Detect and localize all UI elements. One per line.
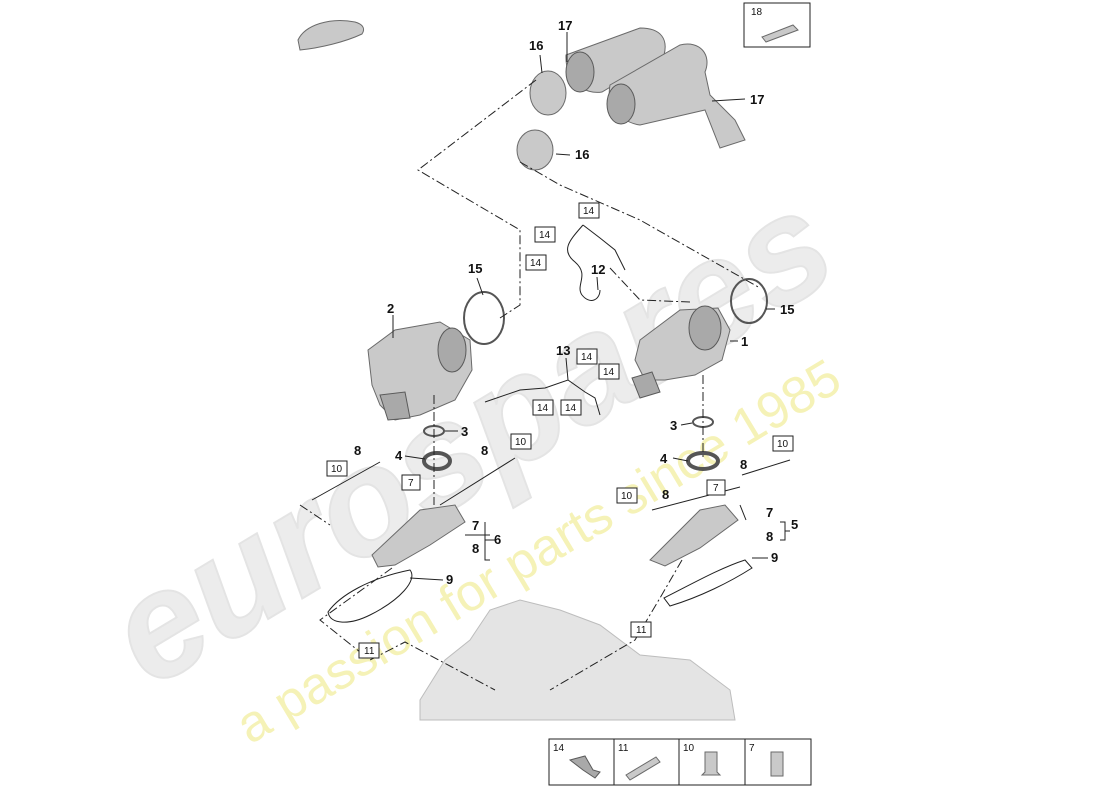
exhaust-manifold-6 <box>371 504 466 568</box>
bushing-icon <box>770 751 784 777</box>
gasket-9-right <box>663 559 753 607</box>
part-8-label-b: 8 <box>481 443 488 458</box>
part-9-label-b: 9 <box>771 550 778 565</box>
boxed-labels: 14 14 14 14 14 14 14 10 10 10 10 7 7 11 … <box>326 202 794 659</box>
turbocharger-2 <box>367 321 473 421</box>
part-9-label-a: 9 <box>446 572 453 587</box>
legend-7: 7 <box>749 743 755 754</box>
part-5-label: 5 <box>791 517 798 532</box>
part-6-label: 6 <box>494 532 501 547</box>
part-15-label-a: 15 <box>468 261 482 276</box>
tube-icon <box>761 24 799 43</box>
part-3-label-a: 3 <box>461 424 468 439</box>
engine-block <box>419 599 736 721</box>
gasket-8-left-a <box>311 461 381 501</box>
part-8-label-f: 8 <box>766 529 773 544</box>
part-7-box-b: 7 <box>713 483 719 494</box>
sleeve-icon <box>625 756 661 781</box>
seal-rings-15 <box>463 278 768 345</box>
part-14-box-a: 14 <box>583 206 595 217</box>
sensor-wire-upper <box>582 224 626 271</box>
legend-11: 11 <box>618 743 629 754</box>
part-8-label-a: 8 <box>354 443 361 458</box>
connection-lines <box>299 79 761 691</box>
part-14-box-d: 14 <box>581 352 593 363</box>
part-18-label: 18 <box>751 7 763 18</box>
legend-table: 14 11 10 7 <box>548 738 812 786</box>
part-2-label: 2 <box>387 301 394 316</box>
part-14-box-g: 14 <box>565 403 577 414</box>
part-8-label-d: 8 <box>662 487 669 502</box>
part-16-label-b: 16 <box>575 147 589 162</box>
exhaust-manifold-5 <box>649 504 739 567</box>
part-16-label-a: 16 <box>529 38 543 53</box>
bolt-icon <box>700 751 722 776</box>
part-7-label-b: 7 <box>766 505 773 520</box>
catalytic-converters <box>565 27 746 149</box>
part-17-label-b: 17 <box>750 92 764 107</box>
part-17-label-a: 17 <box>558 18 572 33</box>
part-7-box-a: 7 <box>408 478 414 489</box>
part-4-label-a: 4 <box>395 448 403 463</box>
part-10-box-c: 10 <box>331 464 343 475</box>
turbocharger-1 <box>631 305 731 399</box>
part-14-box-e: 14 <box>603 367 615 378</box>
clamps-16 <box>516 70 567 171</box>
clip-icon <box>568 755 601 779</box>
gasket-8-left-b <box>439 457 516 506</box>
part-11-box-b: 11 <box>364 646 375 657</box>
part-10-box-a: 10 <box>515 437 527 448</box>
part-8-label-e: 8 <box>472 541 479 556</box>
part-4-label-b: 4 <box>660 451 668 466</box>
part-14-box-b: 14 <box>539 230 551 241</box>
gasket-9-left <box>327 569 413 623</box>
legend-10: 10 <box>683 743 695 754</box>
sensor-wire-12 <box>567 224 601 301</box>
part-10-box-d: 10 <box>621 491 633 502</box>
legend-14: 14 <box>553 743 565 754</box>
part-10-box-b: 10 <box>777 439 789 450</box>
part-13-label: 13 <box>556 343 570 358</box>
car-silhouette-icon <box>297 20 365 51</box>
part-3-label-b: 3 <box>670 418 677 433</box>
part-14-box-f: 14 <box>537 403 549 414</box>
part-1-label: 1 <box>741 334 748 349</box>
part-11-box-a: 11 <box>636 625 647 636</box>
part-8-label-c: 8 <box>740 457 747 472</box>
part-15-label-b: 15 <box>780 302 794 317</box>
part-18-box: 18 <box>743 2 811 48</box>
part-14-box-c: 14 <box>530 258 542 269</box>
part-12-label: 12 <box>591 262 605 277</box>
clamp-4-left <box>422 451 452 471</box>
part-7-label-a: 7 <box>472 518 479 533</box>
